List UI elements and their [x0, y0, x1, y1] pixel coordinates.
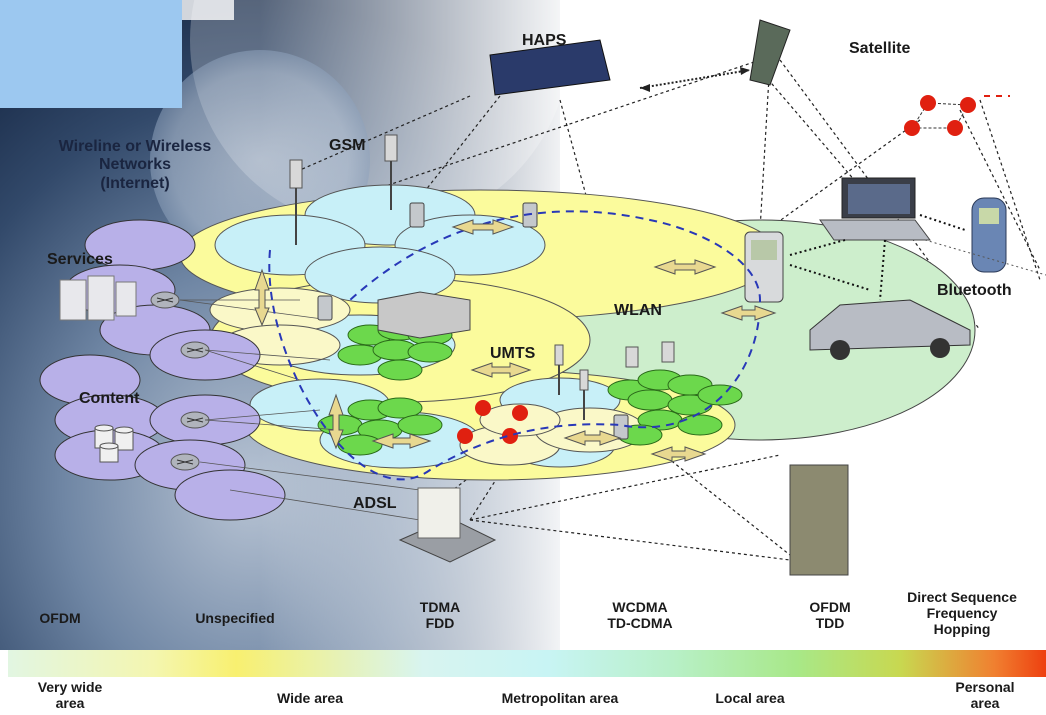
server-icons	[59, 275, 137, 321]
handover-arrows	[254, 219, 777, 462]
label-wireline-networks: Wireline or Wireless Networks (Internet)	[58, 138, 212, 192]
micro-cells	[209, 287, 646, 466]
mobility-path	[268, 210, 762, 481]
area-wide: Wide area	[276, 690, 343, 706]
mobile-phone-icon	[971, 197, 1007, 273]
label-wlan: WLAN	[614, 302, 662, 319]
tech-direct-sequence: Direct Sequence Frequency Hopping	[907, 589, 1017, 638]
wlan-hotspots	[317, 319, 743, 456]
sky-block	[0, 0, 182, 108]
area-metropolitan: Metropolitan area	[501, 690, 619, 706]
user-photo	[789, 464, 849, 576]
label-content: Content	[79, 390, 140, 407]
area-local: Local area	[715, 690, 785, 706]
adsl-building-icon	[398, 487, 497, 563]
label-umts: UMTS	[490, 345, 536, 362]
laptop-icon	[819, 177, 931, 241]
bluetooth-nodes-umts	[457, 400, 528, 444]
router-icons	[150, 291, 210, 471]
label-adsl: ADSL	[353, 495, 397, 512]
tech-tdma-fdd: TDMA FDD	[419, 599, 461, 632]
tech-unspecified: Unspecified	[195, 610, 275, 626]
car-icon	[809, 299, 971, 360]
label-bluetooth: Bluetooth	[937, 282, 1012, 299]
tech-wcdma-tdcdma: WCDMA TD-CDMA	[607, 599, 673, 632]
area-personal: Personal area	[955, 679, 1015, 712]
satellite-icon	[749, 19, 791, 86]
coverage-spectrum-bar	[8, 650, 1046, 677]
label-haps: HAPS	[522, 32, 567, 49]
office-building-icon	[377, 291, 471, 339]
label-gsm: GSM	[329, 137, 366, 154]
database-icons	[94, 424, 134, 463]
handset-icons	[317, 202, 629, 440]
area-very-wide: Very wide area	[37, 679, 103, 712]
label-satellite: Satellite	[849, 40, 911, 57]
tech-ofdm-very-wide: OFDM	[39, 610, 81, 626]
tech-ofdm-tdd: OFDM TDD	[809, 599, 851, 632]
bluetooth-piconet	[904, 95, 1010, 136]
label-services: Services	[47, 251, 113, 268]
antenna-icons	[289, 134, 675, 420]
haps-icon	[489, 39, 611, 96]
